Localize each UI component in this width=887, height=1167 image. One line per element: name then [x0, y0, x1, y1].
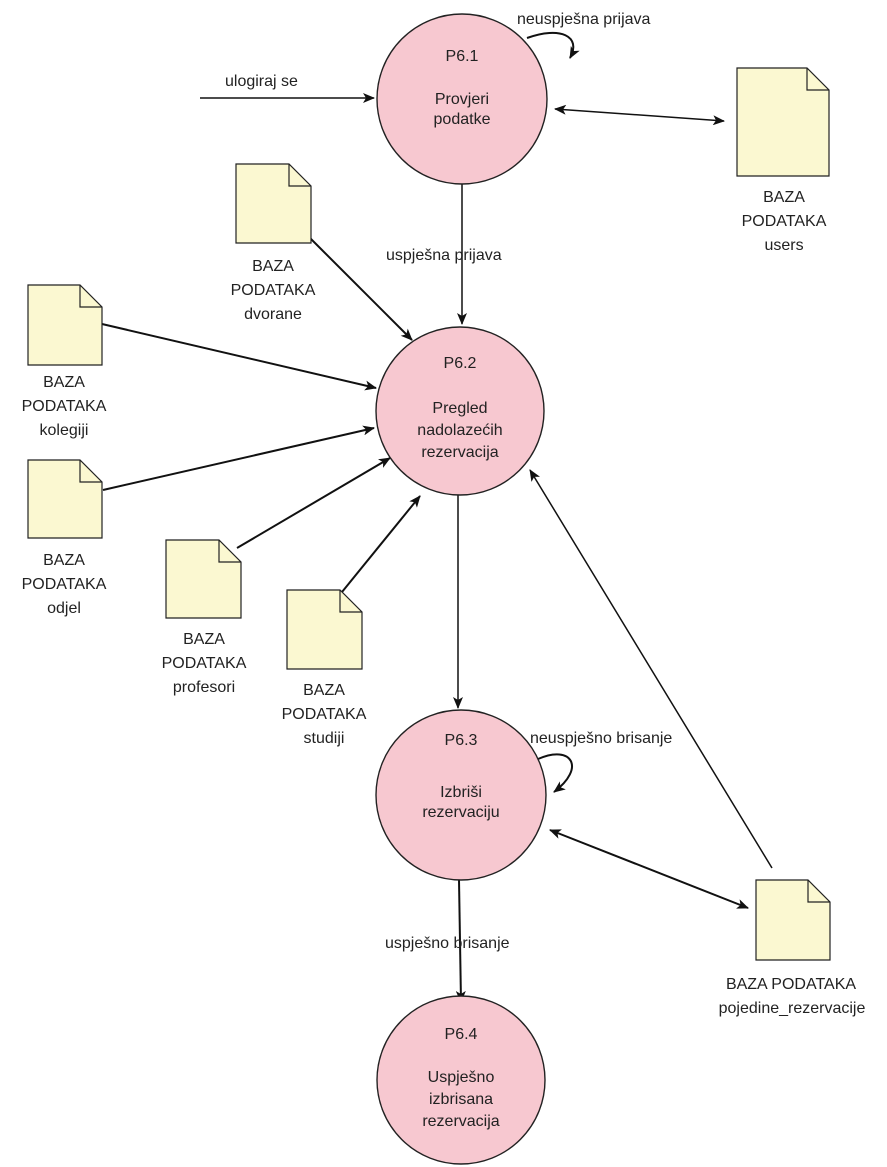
process-p6-3-line-1: Izbriši: [440, 784, 482, 801]
process-p6-2: P6.2 Pregled nadolazećih rezervacija: [375, 326, 545, 496]
process-p6-4-line-2: izbrisana: [429, 1091, 493, 1108]
store-studiji: BAZA PODATAKA studiji: [282, 589, 367, 747]
store-dvorane-line-2: PODATAKA: [231, 282, 316, 299]
store-profesori-line-1: BAZA: [183, 631, 225, 648]
process-p6-3-line-2: rezervaciju: [422, 804, 499, 821]
store-profesori-line-3: profesori: [173, 679, 235, 696]
store-pojedine-line-1: BAZA PODATAKA: [726, 976, 856, 993]
document-icon: [165, 539, 242, 619]
process-p6-4-line-1: Uspješno: [428, 1069, 495, 1086]
store-studiji-line-2: PODATAKA: [282, 706, 367, 723]
flow-odjel-arrow: [102, 425, 375, 491]
store-users: BAZA PODATAKA users: [736, 67, 830, 254]
flow-failed-login-label: neuspješna prijava: [517, 11, 651, 28]
process-p6-4-id: P6.4: [445, 1026, 478, 1043]
store-users-line-1: BAZA: [763, 189, 805, 206]
flow-profesori-arrow: [236, 457, 391, 549]
process-p6-1-id: P6.1: [446, 48, 479, 65]
flow-pojedine-bidirectional: [549, 829, 749, 909]
store-kolegiji: BAZA PODATAKA kolegiji: [22, 284, 107, 439]
document-icon: [235, 163, 312, 244]
process-p6-3-id: P6.3: [445, 732, 478, 749]
store-profesori: BAZA PODATAKA profesori: [162, 539, 247, 696]
document-icon: [27, 284, 103, 366]
process-p6-1-line-2: podatke: [434, 111, 491, 128]
flow-failed-delete-label: neuspješno brisanje: [530, 730, 672, 747]
flow-users-bidirectional: [554, 104, 725, 126]
store-profesori-line-2: PODATAKA: [162, 655, 247, 672]
process-p6-4-line-3: rezervacija: [422, 1113, 499, 1130]
flow-success-delete-label: uspješno brisanje: [385, 935, 510, 952]
store-pojedine-line-2: pojedine_rezervacije: [719, 1000, 866, 1017]
store-kolegiji-line-1: BAZA: [43, 374, 85, 391]
store-users-line-3: users: [764, 237, 803, 254]
store-kolegiji-line-2: PODATAKA: [22, 398, 107, 415]
store-odjel-line-2: PODATAKA: [22, 576, 107, 593]
store-dvorane-line-3: dvorane: [244, 306, 302, 323]
flow-success-login-label: uspješna prijava: [386, 247, 502, 264]
process-p6-3: P6.3 Izbriši rezervaciju: [375, 709, 547, 881]
store-studiji-line-1: BAZA: [303, 682, 345, 699]
document-icon: [755, 879, 831, 961]
process-p6-2-line-3: rezervacija: [421, 444, 498, 461]
store-odjel-line-1: BAZA: [43, 552, 85, 569]
flow-login-label: ulogiraj se: [225, 73, 298, 90]
store-studiji-line-3: studiji: [304, 730, 345, 747]
store-dvorane-line-1: BAZA: [252, 258, 294, 275]
flow-failed-login-loop: [526, 31, 580, 59]
process-p6-1: P6.1 Provjeri podatke: [376, 13, 548, 185]
flow-success-delete-arrow: [455, 879, 466, 1003]
store-odjel-line-3: odjel: [47, 600, 81, 617]
flow-dvorane-arrow: [309, 237, 413, 341]
store-kolegiji-line-3: kolegiji: [40, 422, 89, 439]
document-icon: [736, 67, 830, 177]
store-users-line-2: PODATAKA: [742, 213, 827, 230]
flow-pojedine-to-p62-arrow: [529, 469, 773, 869]
store-odjel: BAZA PODATAKA odjel: [22, 459, 107, 617]
process-p6-1-line-1: Provjeri: [435, 91, 489, 108]
process-p6-4: P6.4 Uspješno izbrisana rezervacija: [376, 995, 546, 1165]
store-pojedine-rezervacije: BAZA PODATAKA pojedine_rezervacije: [719, 879, 866, 1017]
store-dvorane: BAZA PODATAKA dvorane: [231, 163, 316, 323]
process-p6-2-id: P6.2: [444, 355, 477, 372]
process-p6-2-line-1: Pregled: [432, 400, 487, 417]
process-p6-2-line-2: nadolazećih: [417, 422, 502, 439]
document-icon: [27, 459, 103, 539]
flow-failed-delete-loop: [537, 753, 573, 793]
document-icon: [286, 589, 363, 670]
flow-studiji-arrow: [341, 495, 421, 593]
flow-kolegiji-arrow: [101, 323, 377, 391]
